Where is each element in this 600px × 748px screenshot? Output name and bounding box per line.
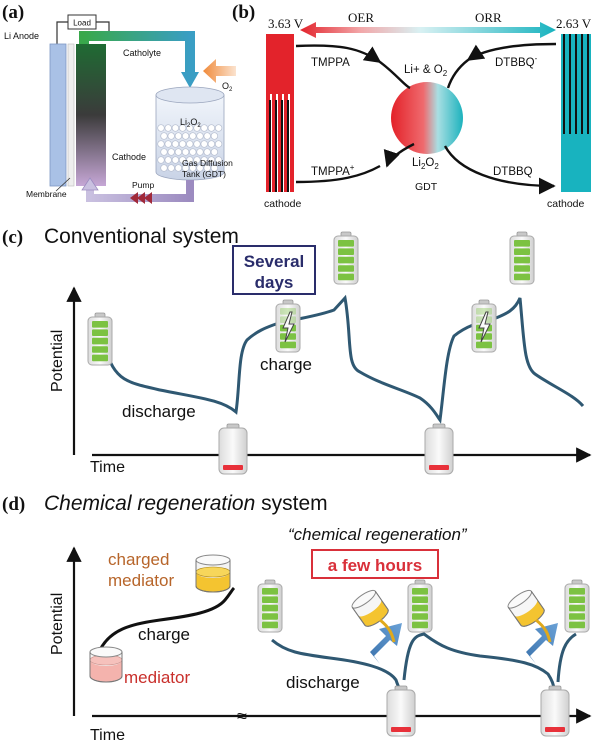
left-voltage: 3.63 V (268, 16, 304, 31)
gdt-label-b: GDT (415, 181, 438, 193)
panel-d-label: (d) (2, 494, 25, 515)
d-discharge-label: discharge (286, 673, 360, 692)
battery-empty-icon (386, 685, 416, 737)
left-cathode-stripes (269, 100, 289, 192)
few-hours-box (311, 549, 439, 579)
tmppa-label: TMPPA (311, 57, 350, 69)
right-cathode-label: cathode (547, 198, 585, 210)
battery-full-icon (564, 579, 590, 633)
load-box (67, 14, 97, 30)
c-discharge-label: discharge (122, 402, 196, 421)
o2-label: O2 (222, 81, 233, 93)
li-o2-label: Li+ & O2 (404, 64, 448, 78)
d-axis-break: ≈ (237, 706, 247, 726)
several-days-line1: Several (244, 252, 305, 271)
reaction-arrows (295, 42, 557, 195)
pouring-beaker-icon (351, 589, 389, 627)
tank-li2o2-label: Li2O2 (180, 117, 201, 129)
panel-c-title: Conventional system (44, 225, 239, 248)
gdt-sphere (391, 82, 463, 154)
tmppa-plus-label: TMPPA+ (311, 163, 355, 178)
c-y-axis-label: Potential (49, 330, 66, 392)
regeneration-arrow-icon (370, 623, 402, 664)
battery-charging-icon (275, 299, 301, 353)
cathode-electrode (76, 44, 106, 186)
charged-mediator-line2: mediator (108, 571, 174, 590)
oer-orr-arrow (300, 22, 556, 38)
few-hours-label: a few hours (328, 556, 422, 575)
battery-full-icon (509, 231, 535, 285)
pour-stream (535, 618, 552, 643)
membrane-label: Membrane (26, 189, 67, 199)
catholyte-label: Catholyte (123, 48, 161, 58)
panel-d-title: Chemical regeneration system (44, 492, 328, 515)
battery-full-icon (333, 231, 359, 285)
dtbbq-label: DTBBQ (493, 166, 533, 178)
gdt-label-2: Tank (GDT) (182, 169, 226, 179)
catholyte-pipe (79, 31, 195, 74)
battery-empty-icon (424, 423, 454, 475)
panel-a: (a) Load Li Anode Cathode Membrane Catho… (2, 2, 236, 204)
panel-c: (c) Conventional system Potential Time d… (2, 225, 592, 476)
mediator-beaker (89, 646, 123, 683)
d-x-axis-label: Time (90, 727, 125, 744)
d-y-axis-label: Potential (49, 593, 66, 655)
gas-diffusion-tank (155, 86, 225, 181)
o2-arrow (203, 59, 236, 83)
chemical-regeneration-quote: “chemical regeneration” (288, 525, 468, 544)
charged-mediator-line1: charged (108, 550, 169, 569)
gdt-label-1: Gas Diffusion (182, 158, 233, 168)
right-voltage: 2.63 V (556, 16, 592, 31)
return-arrow-head (81, 177, 99, 191)
pump-icon (130, 192, 152, 204)
regeneration-arrow-icon (526, 623, 558, 664)
panel-b-label: (b) (232, 2, 255, 23)
charged-mediator-beaker (195, 554, 231, 593)
battery-full-icon (257, 579, 283, 633)
li-anode-label: Li Anode (4, 31, 39, 41)
panel-b: (b) 3.63 V cathode 2.63 V (232, 2, 592, 210)
d-charge-curve (98, 586, 236, 651)
membrane (67, 43, 75, 187)
battery-charging-icon (471, 299, 497, 353)
c-charge-label: charge (260, 355, 312, 374)
li2o2-particles (157, 124, 223, 172)
several-days-line2: days (255, 273, 294, 292)
battery-full-icon (87, 312, 113, 366)
battery-empty-icon (540, 685, 570, 737)
cathode-label-a: Cathode (112, 152, 146, 162)
li-anode (49, 43, 67, 187)
battery-empty-icon (218, 423, 248, 475)
catholyte-arrow-head (181, 72, 199, 88)
panel-d: (d) Chemical regeneration system ≈ Poten… (2, 492, 592, 744)
c-x-axis-label: Time (90, 459, 125, 476)
load-label: Load (73, 19, 91, 28)
left-cathode-label: cathode (264, 198, 302, 210)
right-cathode-bars (561, 34, 591, 192)
pump-label: Pump (132, 180, 154, 190)
left-cathode-bars (266, 34, 294, 192)
battery-full-icon (407, 579, 433, 633)
orr-label: ORR (475, 10, 502, 25)
panel-a-label: (a) (2, 2, 24, 23)
mediator-label: mediator (124, 668, 190, 687)
li2o2-label-b: Li2O2 (412, 157, 439, 171)
dtbbq-minus-label: DTBBQ- (495, 54, 538, 69)
c-potential-curve (101, 294, 585, 424)
panel-c-label: (c) (2, 227, 23, 248)
load-circuit: Load (56, 14, 110, 44)
pouring-beaker-icon (507, 589, 545, 627)
d-charge-label: charge (138, 625, 190, 644)
several-days-box (232, 245, 316, 295)
oer-label: OER (348, 10, 374, 25)
pour-stream (379, 618, 396, 643)
